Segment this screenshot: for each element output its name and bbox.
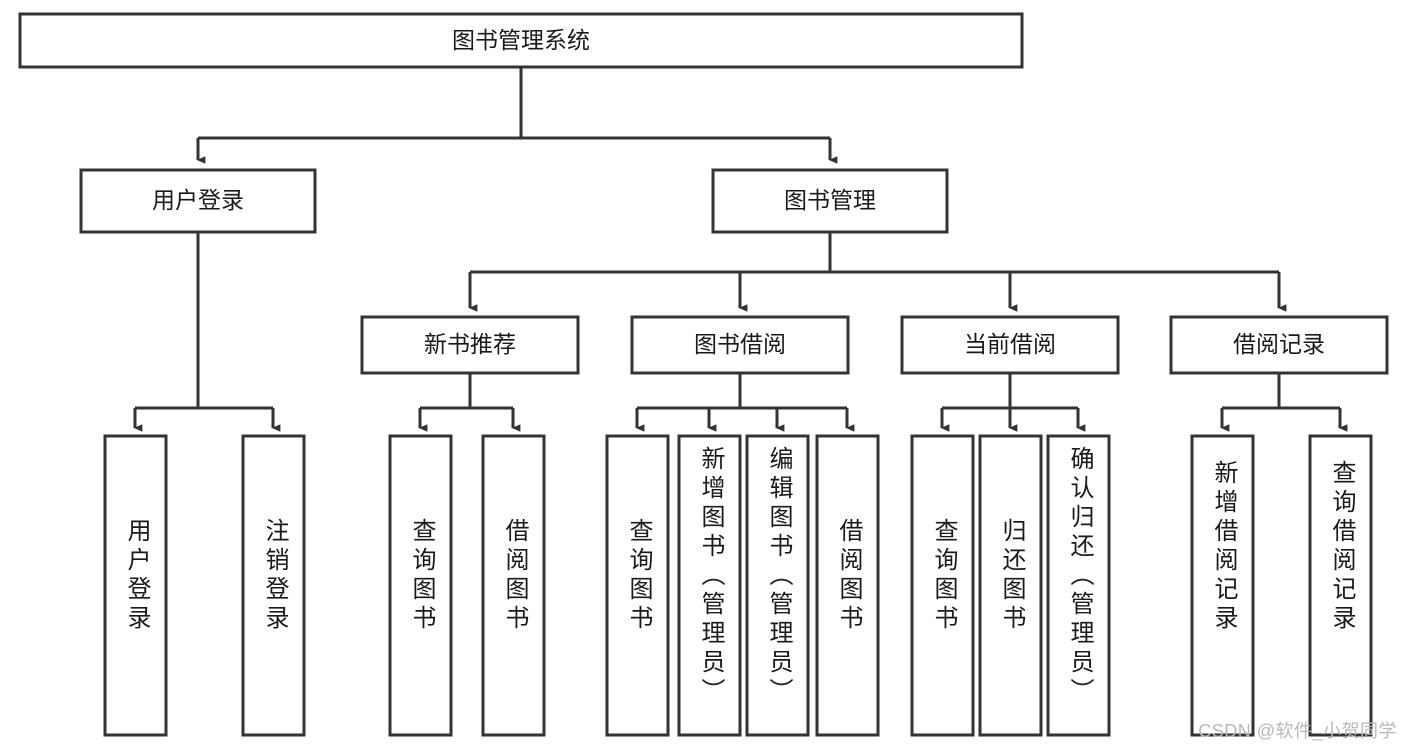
leaf-box-newbook-query[interactable] — [388, 434, 453, 737]
node-user-login-label: 用户登录 — [152, 187, 244, 213]
node-root-system-label: 图书管理系统 — [452, 27, 590, 53]
leaf-box-borrowrecord-add[interactable] — [1190, 434, 1255, 737]
leaf-box-bookborrow-add[interactable] — [677, 434, 742, 737]
node-root-system[interactable]: 图书管理系统 — [18, 12, 1024, 69]
leaf-box-bookborrow-edit[interactable] — [745, 434, 810, 737]
node-new-book-recommend[interactable]: 新书推荐 — [360, 315, 580, 375]
csdn-watermark: CSDN @软件_小贺同学 — [1198, 721, 1397, 741]
node-borrow-record[interactable]: 借阅记录 — [1169, 315, 1389, 375]
leaf-box-newbook-borrow[interactable] — [481, 434, 546, 737]
leaf-box-bookborrow-borrow[interactable] — [815, 434, 880, 737]
leaf-box-currentborrow-confirm[interactable] — [1046, 434, 1111, 737]
node-user-login[interactable]: 用户登录 — [79, 168, 317, 234]
leaf-box-borrowrecord-query[interactable] — [1308, 434, 1373, 737]
node-current-borrow-label: 当前借阅 — [964, 331, 1056, 357]
connector-userlogin-to-leaves — [133, 232, 281, 432]
connector-root-to-level2 — [196, 67, 838, 164]
leaf-box-currentborrow-query[interactable] — [910, 434, 975, 737]
connector-currentborrow-to-leaves — [940, 373, 1086, 432]
node-current-borrow[interactable]: 当前借阅 — [900, 315, 1120, 375]
leaf-box-currentborrow-return[interactable] — [978, 434, 1043, 737]
connector-newbook-to-leaves — [418, 373, 521, 432]
node-new-book-recommend-label: 新书推荐 — [424, 331, 516, 357]
leaf-box-user-login-login[interactable] — [103, 434, 168, 737]
connector-borrowrecord-to-leaves — [1220, 373, 1348, 432]
node-book-borrow[interactable]: 图书借阅 — [630, 315, 850, 375]
connector-bookmgmt-to-level3 — [468, 232, 1287, 312]
leaf-box-bookborrow-query[interactable] — [605, 434, 670, 737]
connector-bookborrow-to-leaves — [635, 373, 855, 432]
leaf-box-user-login-logout[interactable] — [241, 434, 306, 737]
node-borrow-record-label: 借阅记录 — [1233, 331, 1325, 357]
node-book-management[interactable]: 图书管理 — [711, 168, 949, 234]
node-book-management-label: 图书管理 — [784, 187, 876, 213]
node-book-borrow-label: 图书借阅 — [694, 331, 786, 357]
